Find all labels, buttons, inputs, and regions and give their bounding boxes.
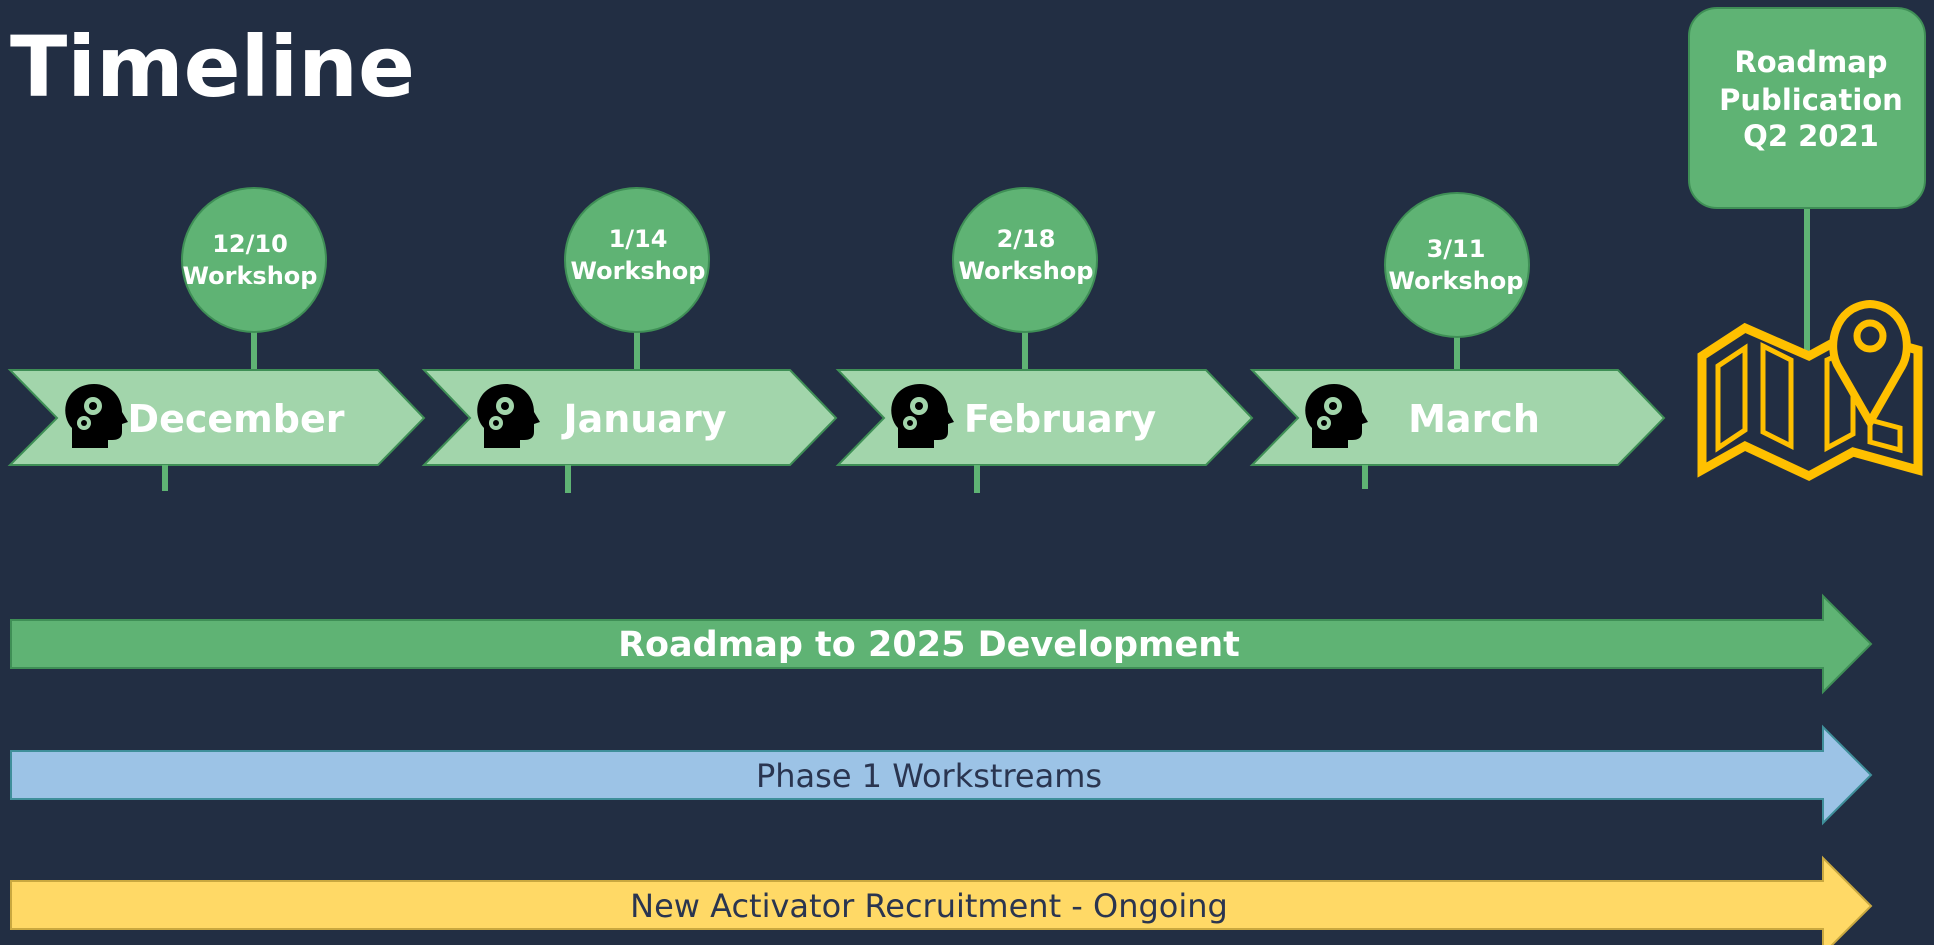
head-gears-icon xyxy=(891,384,954,448)
milestone-box xyxy=(1688,7,1926,209)
month-chevron-december: 12/10 Workshop December xyxy=(7,187,426,491)
month-label: February xyxy=(964,397,1157,441)
month-label: December xyxy=(128,397,345,441)
month-chevron-february: 2/18 Workshop February xyxy=(835,187,1254,493)
milestone-line-3: Q2 2021 xyxy=(1743,119,1879,153)
arrow-new-activator-recruitment: New Activator Recruitment - Ongoing xyxy=(10,855,1873,945)
workshop-circle xyxy=(181,187,327,333)
workshop-circle xyxy=(564,187,710,333)
month-label: January xyxy=(560,397,726,441)
workshop-circle xyxy=(1384,192,1530,338)
workshop-date: 12/10 xyxy=(212,230,288,258)
workshop-type: Workshop xyxy=(1389,267,1524,295)
arrow-shape xyxy=(10,593,1873,695)
milestone-line-2: Publication xyxy=(1719,83,1903,117)
arrow-shape xyxy=(10,724,1873,826)
workshop-date: 2/18 xyxy=(997,225,1056,253)
workshop-date: 1/14 xyxy=(609,225,668,253)
milestone-line-1: Roadmap xyxy=(1734,45,1887,79)
month-label: March xyxy=(1408,397,1540,441)
head-gears-icon xyxy=(1305,384,1368,448)
page-title: Timeline xyxy=(10,18,415,116)
head-gears-icon xyxy=(477,384,540,448)
arrow-phase-1-workstreams: Phase 1 Workstreams xyxy=(10,724,1873,826)
arrow-label: Phase 1 Workstreams xyxy=(756,757,1102,795)
arrow-label: Roadmap to 2025 Development xyxy=(618,625,1240,665)
map-pin-icon xyxy=(1697,299,1923,482)
month-chevron-january: 1/14 Workshop January xyxy=(421,187,838,493)
head-gears-icon xyxy=(65,384,128,448)
workshop-type: Workshop xyxy=(183,262,318,290)
month-chevron-march: 3/11 Workshop March xyxy=(1249,192,1666,489)
workshop-circle xyxy=(952,187,1098,333)
milestone-roadmap-publication: Roadmap Publication Q2 2021 xyxy=(1688,7,1926,482)
workshop-date: 3/11 xyxy=(1427,235,1486,263)
workshop-type: Workshop xyxy=(571,257,706,285)
workshop-type: Workshop xyxy=(959,257,1094,285)
arrow-roadmap-development: Roadmap to 2025 Development xyxy=(10,593,1873,695)
arrow-label: New Activator Recruitment - Ongoing xyxy=(630,887,1228,925)
arrow-shape xyxy=(10,855,1873,945)
